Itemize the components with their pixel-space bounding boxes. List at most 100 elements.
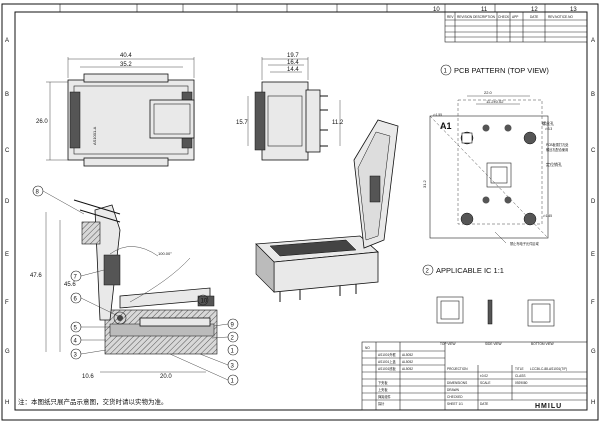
callout: 9 [231,323,235,329]
row-letter: G [591,349,596,355]
hole-note: ∅1.45 [543,214,552,218]
callout: 5 [74,326,78,332]
applicable-ic-section: 2 APPLICABLE IC 1:1 TOP VIEW SIDE VIEW B… [422,264,555,346]
tb-cell: AL5052 [402,367,413,371]
dimension-label: 14.4 [287,67,299,73]
column-number: 11 [481,7,488,13]
view-label: BOTTOM VIEW [531,342,554,346]
dimension-label: 11.2 [332,120,344,126]
isometric-view [255,119,399,302]
tb-label: DRAWN [447,388,460,392]
row-letter: C [591,148,596,154]
tb-label: SHEET 1/1 [447,402,463,406]
rev-header: REV.NOTICE.NO [548,15,573,19]
annotation-zh: 螺丝孔配合使用 [546,147,568,152]
callout: 8 [36,190,40,196]
annotation-zh: PCB板需打孔处 [546,142,569,147]
rev-header: REV [447,15,454,19]
section-view: 100.00° 8 47.6 45.6 10.6 20.0 7 6 5 4 3 … [30,185,239,386]
socket-front-view: AS1001-A 40.4 35.2 26.0 [36,53,195,167]
dimension-label: 16.4 [287,60,299,66]
revision-table: REV REVISION DESCRIPTION CHECK APP DATE … [444,11,588,43]
column-number: 13 [570,7,577,13]
dimension-label: 45.6 [64,282,76,288]
tb-cell: AL5052 [402,360,413,364]
callout: 1 [231,379,235,385]
tb-value: 0929080 [515,381,528,385]
pcb-pattern-section: 1 PCB PATTERN (TOP VIEW) 22.0 11.2±0.02 … [422,64,569,246]
hole-note: ∅3.3 [545,127,552,131]
rev-header: REVISION DESCRIPTION [457,15,496,19]
row-letter: A [591,38,595,44]
row-letter: E [5,252,9,258]
tb-value: LCC36-C-88-AS1001(T/F) [530,367,567,371]
row-letter: D [5,199,10,205]
inner-border [14,11,588,411]
callout: 3 [231,364,235,370]
company-logo: HMILU [535,403,562,410]
column-number: 12 [531,7,538,13]
view-label: TOP VIEW [440,342,455,346]
callout: 3 [74,353,78,359]
tb-cell: AS1001上盖 [378,359,397,364]
tb-label: SCALE [480,381,490,385]
dimension-label: 26.0 [36,119,48,125]
annotation-zh: 螺丝孔 [542,120,554,126]
dimension-label: 35.2 [120,62,132,68]
hole-note: ∅1.55 [433,113,442,117]
socket-side-view: 19.7 16.4 14.4 15.7 11.2 [236,53,344,161]
dimension-label: 10.6 [82,374,94,380]
footer-note: 注：本图纸只展产品示意图，交货时请以实物为准。 [18,397,168,406]
section-number: 1 [444,69,448,75]
title-block: NO AS1001外框 AS1001上盖 AS1001底板 AL5052 AL5… [361,341,588,411]
tb-label: TITLE [515,367,524,371]
tb-label: CLASS [515,374,525,378]
dimension-label: 20.0 [160,374,172,380]
tb-cell: 下夹板 [378,380,388,385]
rev-header: CHECK [498,15,510,19]
row-letter: A [5,38,9,44]
row-letter: B [591,92,595,98]
tb-cell: AL5052 [402,353,413,357]
outer-border [1,3,599,421]
row-letter: F [5,300,9,306]
dimension-label: 15.7 [236,120,248,126]
tb-cell: AS1001外框 [378,352,397,357]
ic-title: APPLICABLE IC 1:1 [436,266,504,275]
view-label: SIDE VIEW [485,342,501,346]
tb-cell: 上夹板 [378,387,388,392]
dimension-label: 47.6 [30,273,42,279]
rev-header: DATE [530,15,538,19]
tb-cell: AS1001底板 [378,366,397,371]
dimension-label: 19.7 [287,53,299,59]
tb-label: PROJECTION [447,367,468,371]
section-number: 2 [426,269,430,275]
tb-cell: 弹簧组件 [378,394,392,399]
dimension-label: 11.2±0.02 [486,99,504,104]
row-letter: C [5,148,10,154]
row-letter: D [591,199,596,205]
callout: 10 [201,299,208,305]
tb-cell: 探针 [378,401,385,406]
callout: 1 [231,349,235,355]
annotation-zh: 禁止布电子元件区域 [510,241,539,246]
column-number: 10 [433,7,440,13]
column-markers: 10 11 12 13 [59,4,577,13]
callout: 6 [74,297,78,303]
dimension-label: 31.2 [422,179,427,188]
dimension-label: 40.4 [120,53,132,59]
row-letter: E [591,252,595,258]
row-markers: A B C D E F G H A B C D E F G H [5,38,596,406]
row-letter: H [591,400,595,406]
row-letter: G [5,349,10,355]
dimension-label: 22.0 [484,90,493,95]
rev-header: APP [512,15,518,19]
callout: 7 [74,275,78,281]
angle-label: 100.00° [158,251,172,256]
tb-cell: ±0.02 [480,374,488,378]
tb-label: DATE [480,402,488,406]
callout: 2 [231,336,235,342]
pin-a1-label: A1 [440,121,452,131]
